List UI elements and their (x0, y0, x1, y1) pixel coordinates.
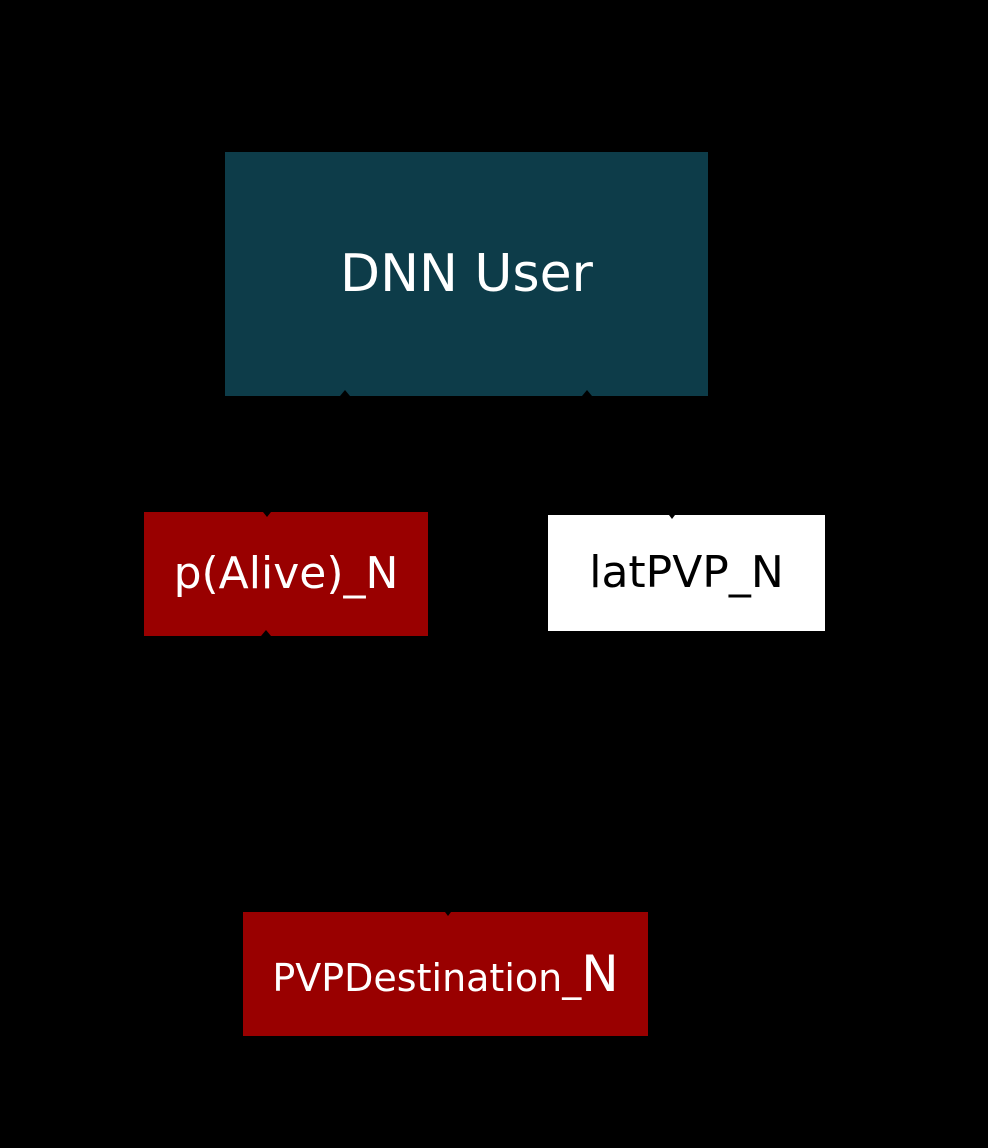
node-dnn-user: DNN User (225, 152, 708, 396)
arrowhead-into-dnn-user-right (581, 390, 592, 396)
node-latpvp-n: latPVP_N (548, 515, 825, 631)
node-p-alive-n-label: p(Alive)_N (173, 548, 399, 599)
node-pvp-destination-n-label-main: PVPDestination_ (272, 956, 582, 1000)
arrowhead-into-dnn-user-left (339, 390, 350, 396)
edge-tail-pvp-destination-top (444, 912, 451, 916)
edge-tail-p-alive-top (263, 512, 271, 517)
arrowhead-into-p-alive-bottom (260, 630, 271, 636)
node-latpvp-n-label: latPVP_N (589, 547, 784, 598)
edge-tail-latpvp-top (668, 515, 675, 519)
node-p-alive-n: p(Alive)_N (144, 512, 428, 636)
node-pvp-destination-n-label-suffix: N (581, 945, 619, 1003)
node-dnn-user-label: DNN User (340, 244, 593, 304)
node-pvp-destination-n-label: PVPDestination_N (272, 949, 618, 999)
node-pvp-destination-n: PVPDestination_N (243, 912, 648, 1036)
